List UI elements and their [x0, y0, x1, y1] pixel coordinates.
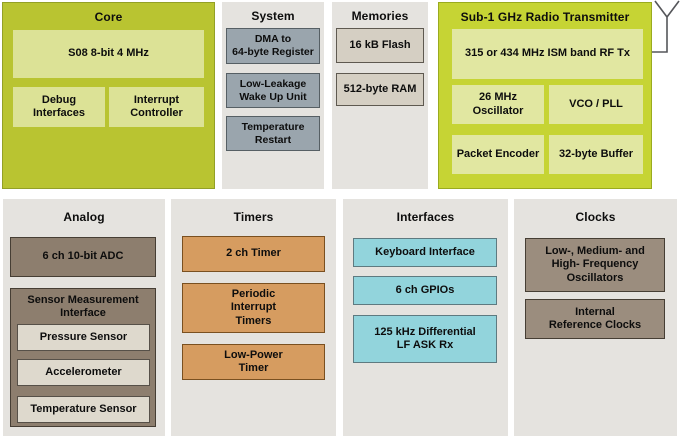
panel-system-title: System: [251, 9, 295, 23]
block-internal-reference-clocks: Internal Reference Clocks: [525, 299, 665, 339]
block-periodic-interrupt-timers: Periodic Interrupt Timers: [182, 283, 325, 333]
block-low-power-timer: Low-Power Timer: [182, 344, 325, 380]
block-32byte-buffer: 32-byte Buffer: [549, 135, 643, 174]
panel-analog: Analog 6 ch 10-bit ADC Sensor Measuremen…: [3, 199, 165, 436]
panel-memories: Memories 16 kB Flash 512-byte RAM: [332, 2, 428, 189]
block-2ch-timer: 2 ch Timer: [182, 236, 325, 272]
block-wakeup-unit: Low-Leakage Wake Up Unit: [226, 73, 320, 108]
panel-memories-title: Memories: [351, 9, 409, 23]
panel-timers-title: Timers: [233, 210, 274, 224]
panel-timers: Timers 2 ch Timer Periodic Interrupt Tim…: [171, 199, 336, 436]
panel-clocks: Clocks Low-, Medium- and High- Frequency…: [514, 199, 677, 436]
sensor-interface-label: Sensor Measurement Interface: [27, 294, 139, 320]
panel-clocks-title: Clocks: [575, 210, 616, 224]
panel-interfaces-title: Interfaces: [396, 210, 455, 224]
block-cpu: S08 8-bit 4 MHz: [13, 30, 204, 78]
block-sensor-measurement-interface: Sensor Measurement Interface Pressure Se…: [10, 288, 156, 427]
block-ram: 512-byte RAM: [336, 73, 424, 106]
block-vco-pll: VCO / PLL: [549, 85, 643, 124]
block-lf-ask-rx: 125 kHz Differential LF ASK Rx: [353, 315, 497, 363]
antenna-icon: [652, 0, 680, 53]
panel-core-title: Core: [94, 10, 123, 24]
block-temperature-sensor: Temperature Sensor: [17, 396, 150, 423]
panel-system: System DMA to 64-byte Register Low-Leaka…: [222, 2, 324, 189]
block-debug-interfaces: Debug Interfaces: [13, 87, 105, 127]
block-pressure-sensor: Pressure Sensor: [17, 324, 150, 351]
panel-radio-transmitter: Sub-1 GHz Radio Transmitter 315 or 434 M…: [438, 2, 652, 189]
panel-core: Core S08 8-bit 4 MHz Debug Interfaces In…: [2, 2, 215, 189]
block-rf-tx: 315 or 434 MHz ISM band RF Tx: [452, 29, 643, 79]
block-frequency-oscillators: Low-, Medium- and High- Frequency Oscill…: [525, 238, 665, 292]
block-gpio: 6 ch GPIOs: [353, 276, 497, 305]
block-dma: DMA to 64-byte Register: [226, 28, 320, 64]
block-accelerometer: Accelerometer: [17, 359, 150, 386]
block-interrupt-controller: Interrupt Controller: [109, 87, 204, 127]
block-packet-encoder: Packet Encoder: [452, 135, 544, 174]
block-26mhz-oscillator: 26 MHz Oscillator: [452, 85, 544, 124]
panel-analog-title: Analog: [63, 210, 105, 224]
block-keyboard-interface: Keyboard Interface: [353, 238, 497, 267]
block-flash: 16 kB Flash: [336, 28, 424, 63]
panel-interfaces: Interfaces Keyboard Interface 6 ch GPIOs…: [343, 199, 508, 436]
block-adc: 6 ch 10-bit ADC: [10, 237, 156, 277]
panel-radio-title: Sub-1 GHz Radio Transmitter: [460, 10, 630, 24]
block-temperature-restart: Temperature Restart: [226, 116, 320, 151]
